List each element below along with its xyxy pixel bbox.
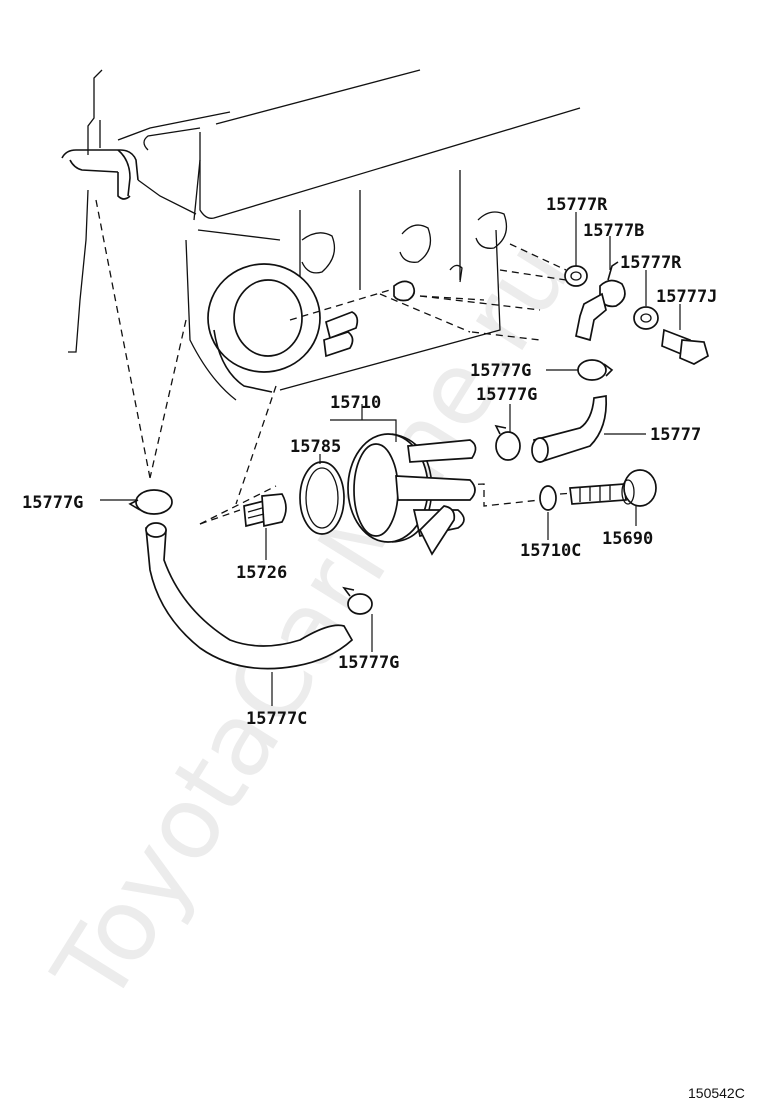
hose-15777c	[145, 524, 354, 670]
callout-15777j: 15777J	[656, 287, 717, 307]
callout-15710c: 15710C	[520, 541, 581, 561]
callout-15777r-a: 15777R	[546, 195, 608, 215]
union-bolt-15690	[569, 469, 657, 507]
leader-lines	[100, 212, 681, 706]
callout-15777r-b: 15777R	[620, 253, 682, 273]
hose-15777	[532, 395, 608, 464]
engine-block	[61, 69, 581, 401]
figure-id: 150542C	[688, 1085, 745, 1101]
callout-15777c: 15777C	[246, 709, 307, 729]
union-15726	[243, 493, 287, 528]
callout-15777g-upper: 15777G	[476, 385, 537, 405]
callout-15726: 15726	[236, 563, 287, 583]
callout-15777g-left: 15777G	[22, 493, 83, 513]
clamp-15777g-left	[128, 489, 173, 515]
callout-15777g-hose-top: 15777G	[470, 361, 531, 381]
clamp-15777g-lower	[342, 586, 373, 615]
union-bolt-15777j	[661, 328, 710, 365]
pipe-15777b	[575, 261, 626, 342]
callout-15777g-lower: 15777G	[338, 653, 399, 673]
callout-15785: 15785	[290, 437, 341, 457]
o-ring-15785	[299, 461, 345, 535]
gasket-15777r-b	[633, 306, 659, 330]
oil-cooler-15710	[347, 433, 477, 556]
callout-15690: 15690	[602, 529, 653, 549]
callout-15777: 15777	[650, 425, 701, 445]
callout-15777b: 15777B	[583, 221, 644, 241]
callout-15710: 15710	[330, 393, 381, 413]
gasket-15710c	[539, 485, 557, 511]
clamp-15777g-top	[577, 359, 614, 381]
clamp-15777g-upper	[494, 424, 521, 461]
gasket-15777r-a	[564, 265, 588, 287]
